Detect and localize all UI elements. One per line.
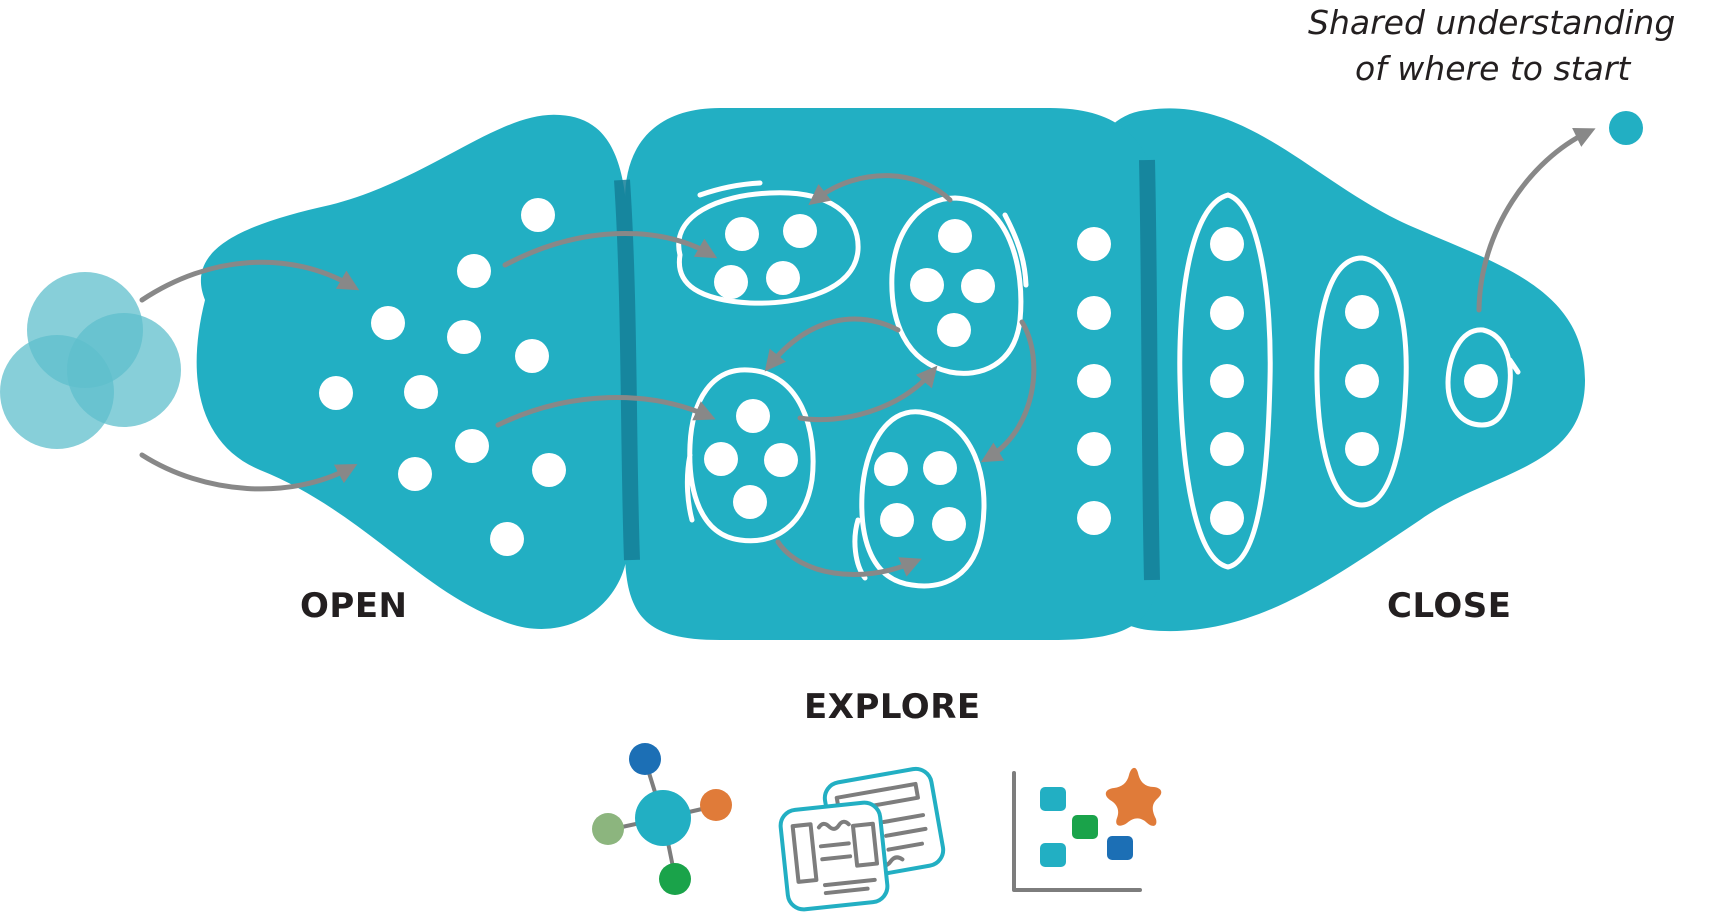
explore-column-ideas [1077, 227, 1111, 535]
goal-label-line1: Shared understanding [1308, 3, 1675, 42]
affinity-map-icon [1012, 767, 1162, 892]
goal-dot [1609, 111, 1643, 145]
close-label: CLOSE [1387, 586, 1512, 626]
explore-label: EXPLORE [804, 687, 981, 727]
explore-cluster-2 [889, 195, 1029, 376]
document-cards-icon [778, 766, 946, 912]
network-node-icon [592, 743, 732, 895]
open-ideas [319, 198, 566, 556]
flow-arrows [139, 128, 1596, 577]
close-group-final [1445, 327, 1521, 428]
close-group-large [1177, 192, 1273, 570]
open-stage-shape [196, 114, 629, 629]
explore-cluster-1 [676, 180, 861, 306]
goal-label-line2: of where to start [1355, 49, 1631, 88]
overlapping-circles-icon [0, 272, 181, 449]
open-label: OPEN [300, 586, 408, 626]
explore-cluster-3 [684, 367, 816, 544]
close-group-medium [1314, 255, 1409, 508]
